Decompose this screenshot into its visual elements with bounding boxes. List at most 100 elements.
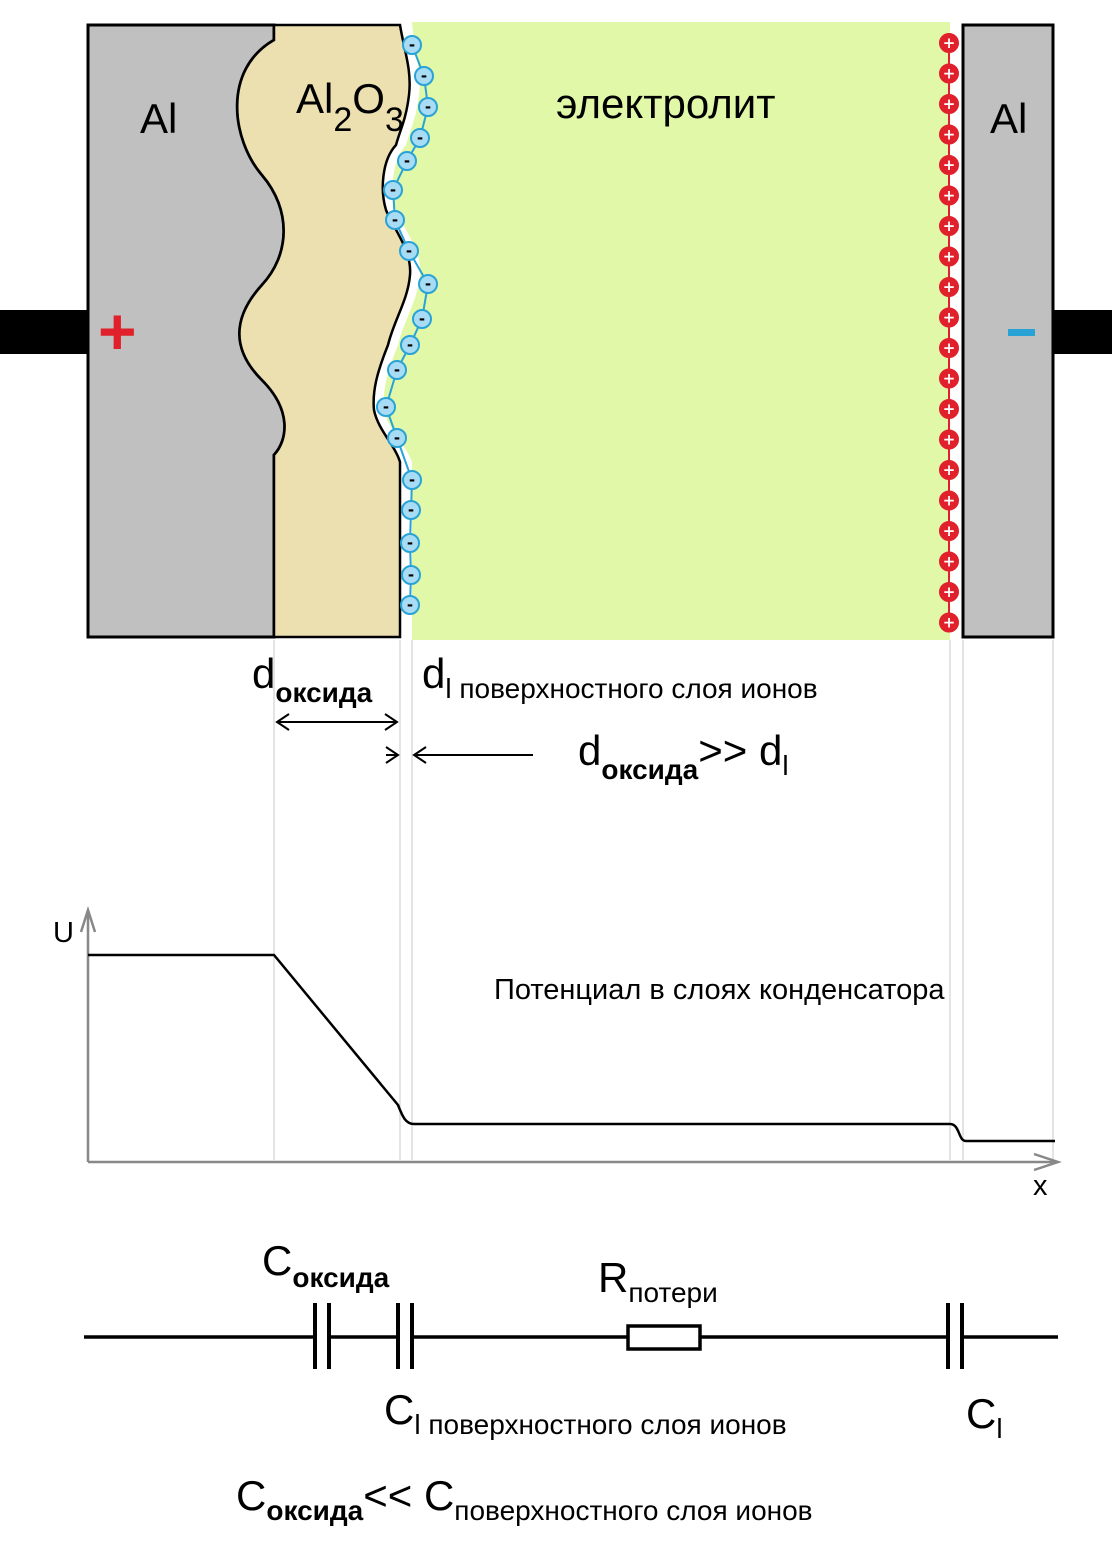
svg-text:+: + bbox=[943, 217, 956, 235]
svg-text:+: + bbox=[943, 248, 956, 266]
negative-ion: - bbox=[397, 151, 417, 171]
svg-text:+: + bbox=[943, 583, 956, 601]
positive-ion: + bbox=[939, 307, 959, 328]
y-axis-label: U bbox=[53, 917, 74, 949]
svg-text:-: - bbox=[419, 310, 425, 328]
negative-ion: - bbox=[418, 274, 438, 294]
negative-ion: - bbox=[410, 128, 430, 148]
positive-ion: + bbox=[939, 429, 959, 450]
svg-text:+: + bbox=[943, 553, 956, 571]
capacitor-surface-layer bbox=[396, 1303, 414, 1369]
positive-ion: + bbox=[939, 63, 959, 84]
svg-text:-: - bbox=[408, 501, 414, 519]
electrolyte-layer bbox=[383, 22, 950, 640]
svg-text:+: + bbox=[943, 431, 956, 449]
svg-text:+: + bbox=[943, 156, 956, 174]
svg-text:-: - bbox=[425, 98, 431, 116]
d-oxide-label: dоксида bbox=[252, 650, 373, 708]
negative-ion: - bbox=[412, 309, 432, 329]
svg-text:+: + bbox=[943, 614, 956, 632]
d-layer-label: dl поверхностного слоя ионов bbox=[422, 650, 818, 704]
svg-text:+: + bbox=[943, 126, 956, 144]
layer-thickness-arrows bbox=[385, 746, 533, 764]
positive-ion: + bbox=[939, 368, 959, 389]
svg-text:+: + bbox=[943, 187, 956, 205]
svg-text:+: + bbox=[943, 339, 956, 357]
positive-ion: + bbox=[939, 33, 959, 53]
positive-ion: + bbox=[939, 612, 959, 633]
positive-ion: + bbox=[939, 94, 959, 114]
cathode-label: Al bbox=[990, 95, 1027, 142]
positive-ion-chain: + + + + + + + + + + + + + + + + + + + + bbox=[939, 33, 959, 633]
guide-lines bbox=[273, 640, 1054, 1160]
positive-ion: + bbox=[939, 338, 959, 358]
negative-ion: - bbox=[401, 565, 421, 585]
svg-text:-: - bbox=[421, 67, 427, 85]
oxide-layer bbox=[236, 23, 412, 639]
negative-ion-chain: ------------------- bbox=[376, 35, 438, 615]
svg-text:-: - bbox=[394, 429, 400, 447]
negative-ion: - bbox=[387, 428, 407, 448]
svg-text:-: - bbox=[392, 211, 398, 229]
loss-resistor bbox=[626, 1324, 702, 1351]
svg-text:+: + bbox=[943, 34, 956, 52]
positive-ion: + bbox=[939, 490, 959, 511]
negative-ion: - bbox=[402, 470, 422, 490]
graph-caption: Потенциал в слоях конденсатора bbox=[494, 974, 945, 1006]
negative-ion: - bbox=[402, 35, 422, 55]
svg-text:-: - bbox=[394, 361, 400, 379]
positive-ion: + bbox=[939, 216, 959, 236]
x-axis-label: x bbox=[1033, 1170, 1048, 1202]
svg-text:+: + bbox=[943, 65, 956, 83]
svg-text:-: - bbox=[407, 596, 413, 614]
thickness-relation: dоксида>> dl bbox=[578, 727, 789, 785]
svg-text:-: - bbox=[407, 534, 413, 552]
anode-plus-sign: + bbox=[98, 294, 137, 368]
cathode-terminal bbox=[1053, 310, 1112, 354]
oxide-label: Al2O3 bbox=[296, 75, 404, 139]
positive-ion: + bbox=[939, 155, 959, 175]
svg-text:-: - bbox=[409, 471, 415, 489]
negative-ion: - bbox=[376, 397, 396, 417]
svg-text:-: - bbox=[406, 242, 412, 260]
negative-ion: - bbox=[400, 533, 420, 553]
negative-ion: - bbox=[414, 66, 434, 86]
svg-text:-: - bbox=[408, 566, 414, 584]
svg-text:+: + bbox=[943, 400, 956, 418]
svg-text:+: + bbox=[943, 492, 956, 510]
positive-ion: + bbox=[939, 551, 959, 572]
anode-terminal bbox=[0, 310, 88, 354]
svg-text:-: - bbox=[390, 181, 396, 199]
negative-ion: - bbox=[401, 500, 421, 520]
positive-ion: + bbox=[939, 185, 959, 206]
svg-text:-: - bbox=[407, 336, 413, 354]
negative-ion: - bbox=[385, 210, 405, 230]
svg-text:-: - bbox=[425, 275, 431, 293]
electrolyte-label: электролит bbox=[556, 80, 775, 127]
positive-ion: + bbox=[939, 124, 959, 145]
equivalent-circuit: Cоксида Rпотери Cl поверхностного слоя и… bbox=[84, 1237, 1058, 1526]
c-cathode-label: Cl bbox=[966, 1390, 1003, 1444]
c-layer-label: Cl поверхностного слоя ионов bbox=[384, 1386, 787, 1440]
positive-ion: + bbox=[939, 460, 959, 480]
svg-text:-: - bbox=[417, 129, 423, 147]
svg-text:+: + bbox=[943, 278, 956, 296]
capacitor-oxide bbox=[313, 1303, 331, 1369]
positive-ion: + bbox=[939, 521, 959, 541]
capacitance-relation: Cоксида<< Cповерхностного слоя ионов bbox=[236, 1472, 813, 1526]
cathode-minus-sign bbox=[1008, 329, 1035, 336]
svg-text:+: + bbox=[943, 370, 956, 388]
svg-text:+: + bbox=[943, 309, 956, 327]
c-oxide-label: Cоксида bbox=[262, 1237, 390, 1293]
svg-text:-: - bbox=[409, 36, 415, 54]
capacitor-cathode bbox=[946, 1303, 964, 1369]
negative-ion: - bbox=[383, 180, 403, 200]
negative-ion: - bbox=[400, 595, 420, 615]
potential-curve bbox=[88, 953, 1055, 1143]
negative-ion: - bbox=[400, 335, 420, 355]
oxide-thickness-arrow bbox=[275, 713, 399, 731]
negative-ion: - bbox=[399, 241, 419, 261]
svg-text:+: + bbox=[943, 95, 956, 113]
positive-ion: + bbox=[939, 277, 959, 297]
